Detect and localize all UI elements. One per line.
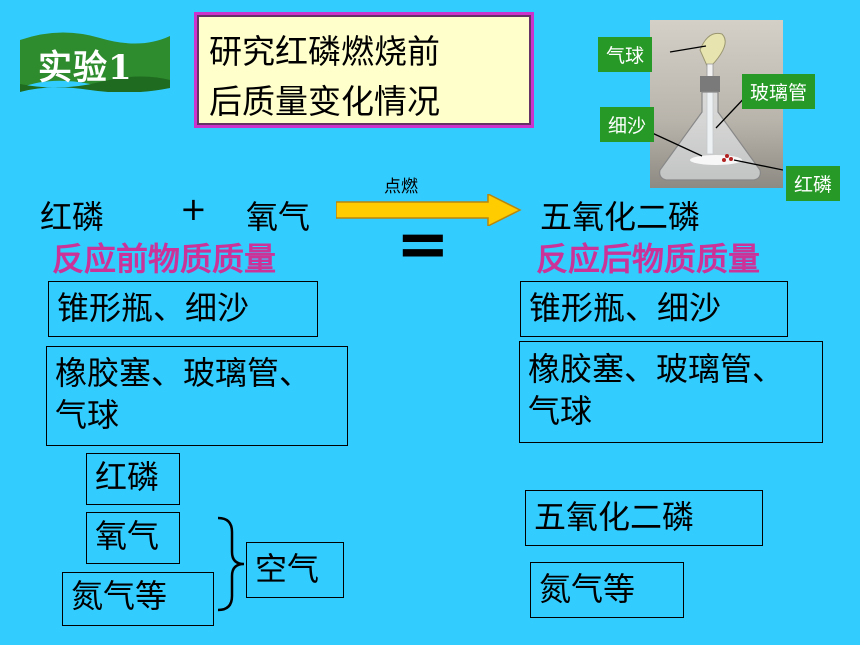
equals-sign: = — [396, 208, 450, 282]
right-box-product: 五氧化二磷 — [525, 490, 763, 546]
label-glass-tube: 玻璃管 — [742, 74, 816, 109]
label-red-phosphorus: 红磷 — [786, 166, 841, 201]
left-stopper-line2: 气球 — [55, 396, 120, 434]
curly-brace — [217, 516, 245, 612]
reaction-condition: 点燃 — [384, 177, 418, 197]
left-box-red-phosphorus: 红磷 — [86, 453, 180, 505]
label-fine-sand: 细沙 — [600, 107, 655, 142]
left-box-stopper: 橡胶塞、玻璃管、 气球 — [46, 346, 348, 446]
reaction-arrow — [336, 194, 522, 226]
left-box-nitrogen: 氮气等 — [62, 572, 214, 626]
badge-label: 实验1 — [38, 48, 133, 88]
product-p2o5: 五氧化二磷 — [540, 198, 701, 236]
right-box-stopper: 橡胶塞、玻璃管、 气球 — [519, 341, 823, 443]
left-stopper-line1: 橡胶塞、玻璃管、 — [55, 354, 312, 392]
flask-illustration — [649, 32, 784, 181]
right-stopper-line1: 橡胶塞、玻璃管、 — [528, 350, 785, 388]
label-balloon: 气球 — [598, 37, 653, 72]
title-box: 研究红磷燃烧前 后质量变化情况 — [194, 12, 534, 128]
left-box-flask-sand: 锥形瓶、细沙 — [48, 281, 318, 337]
badge-shape — [20, 32, 170, 93]
plus-sign: + — [180, 190, 207, 228]
title-line-2: 后质量变化情况 — [209, 82, 440, 121]
experiment-badge: 实验1 — [20, 30, 170, 93]
right-stopper-line2: 气球 — [528, 392, 593, 430]
reactant-oxygen: 氧气 — [246, 198, 311, 236]
left-box-oxygen: 氧气 — [86, 512, 180, 564]
right-box-flask-sand: 锥形瓶、细沙 — [520, 281, 788, 337]
reactant-red-phosphorus: 红磷 — [40, 198, 105, 236]
heading-after-mass: 反应后物质质量 — [536, 240, 761, 278]
right-box-nitrogen: 氮气等 — [530, 562, 684, 618]
heading-before-mass: 反应前物质质量 — [52, 240, 277, 278]
title-line-1: 研究红磷燃烧前 — [209, 32, 440, 71]
left-box-air: 空气 — [246, 542, 344, 598]
